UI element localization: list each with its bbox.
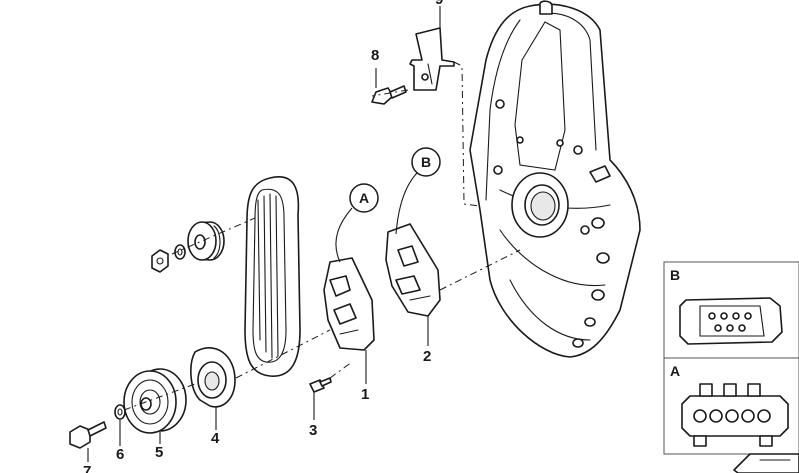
callout-6: 6 xyxy=(116,446,124,463)
hub-part-4 xyxy=(190,347,236,408)
corner-tag-arrow xyxy=(733,453,799,473)
assembly-centerlines xyxy=(123,61,521,411)
housing-cover xyxy=(469,0,641,358)
callout-1: 1 xyxy=(361,386,369,403)
screw-part-3 xyxy=(309,377,332,393)
inset-a-label: A xyxy=(670,363,680,379)
callout-5: 5 xyxy=(155,444,163,461)
sensor-plate-part-1 xyxy=(323,207,375,351)
bolt-part-7 xyxy=(69,421,107,449)
bracket-part-9 xyxy=(409,27,455,91)
leader-lines xyxy=(87,6,441,462)
lower-pulley-part-5 xyxy=(123,368,187,434)
inset-b-label: B xyxy=(670,267,680,283)
drive-belt xyxy=(244,176,301,377)
connector-b-text: B xyxy=(421,154,431,170)
callout-4: 4 xyxy=(211,430,220,447)
callout-2: 2 xyxy=(423,348,431,365)
callout-numbers: 1 2 3 4 5 6 7 8 9 xyxy=(83,0,443,473)
connector-label-b: B xyxy=(411,147,441,177)
callout-7: 7 xyxy=(83,463,91,473)
inset-connector-a: A xyxy=(663,357,799,455)
bolt-part-8 xyxy=(371,85,407,105)
inset-connector-b: B xyxy=(663,261,799,359)
callout-9: 9 xyxy=(435,0,443,8)
callout-3: 3 xyxy=(309,422,317,439)
connector-label-a: A xyxy=(349,183,379,213)
connector-a-text: A xyxy=(359,190,369,206)
sensor-plate-part-2 xyxy=(385,171,441,317)
washer-part-6 xyxy=(114,404,126,420)
upper-nut xyxy=(151,249,169,273)
callout-8: 8 xyxy=(371,47,379,64)
upper-pulley xyxy=(187,221,225,261)
upper-washer xyxy=(174,244,186,260)
